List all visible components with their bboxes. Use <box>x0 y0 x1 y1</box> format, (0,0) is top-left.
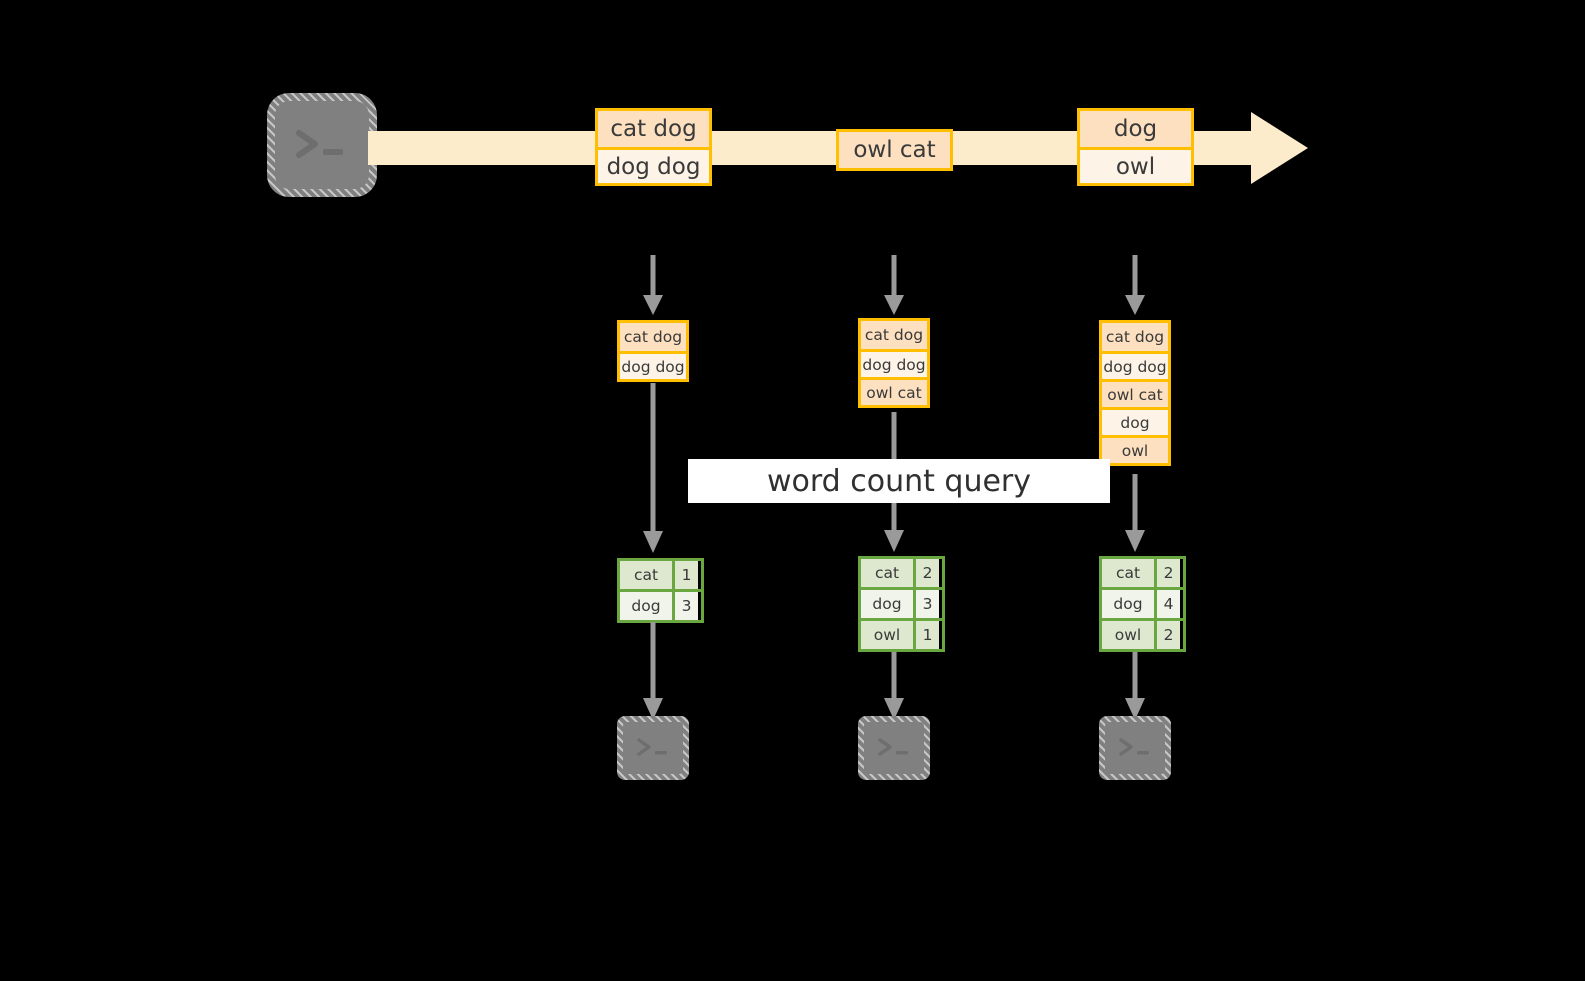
stream-record-line: owl <box>1080 147 1191 183</box>
result-to-sink-arrow-3 <box>1121 652 1149 722</box>
result-count: 4 <box>1154 590 1180 618</box>
buffer-line: dog dog <box>1102 351 1168 379</box>
query-label: word count query <box>766 463 1032 499</box>
table-row: owl 1 <box>861 618 942 649</box>
result-word: dog <box>1102 590 1154 618</box>
buffer-line: dog dog <box>620 351 686 379</box>
table-row: dog 3 <box>620 589 701 620</box>
result-count: 2 <box>1154 559 1180 587</box>
buffer-line: owl <box>1102 435 1168 463</box>
result-table-2: cat 2 dog 3 owl 1 <box>858 556 945 652</box>
result-word: cat <box>620 561 672 589</box>
stream-record-3: dog owl <box>1077 108 1194 186</box>
buffer-line: cat dog <box>1102 323 1168 351</box>
stream-record-1: cat dog dog dog <box>595 108 712 186</box>
dashed-down-arrow-icon-2 <box>880 255 908 317</box>
sink-terminal-icon-2 <box>858 716 930 780</box>
result-table-3: cat 2 dog 4 owl 2 <box>1099 556 1186 652</box>
result-table-1: cat 1 dog 3 <box>617 558 704 623</box>
terminal-prompt-glyph <box>1099 716 1171 780</box>
query-label-banner: word count query <box>688 459 1110 503</box>
result-to-sink-arrow-1 <box>639 622 667 722</box>
stream-record-2: owl cat <box>836 129 953 171</box>
buffer-line: dog <box>1102 407 1168 435</box>
stream-record-line: dog <box>1080 111 1191 147</box>
result-word: dog <box>620 592 672 620</box>
buffer-line: cat dog <box>861 321 927 349</box>
buffer-stack-1: cat dog dog dog <box>617 320 689 382</box>
buffer-to-result-arrow-1 <box>639 383 667 555</box>
terminal-prompt-glyph <box>858 716 930 780</box>
result-count: 1 <box>672 561 698 589</box>
result-word: cat <box>861 559 913 587</box>
buffer-line: owl cat <box>1102 379 1168 407</box>
stream-record-line: cat dog <box>598 111 709 147</box>
source-terminal-icon <box>267 93 377 197</box>
terminal-screen <box>864 722 924 774</box>
sink-terminal-icon-1 <box>617 716 689 780</box>
table-row: owl 2 <box>1102 618 1183 649</box>
stream-record-line: owl cat <box>839 132 950 168</box>
result-count: 3 <box>913 590 939 618</box>
buffer-line: cat dog <box>620 323 686 351</box>
result-word: owl <box>1102 621 1154 649</box>
buffer-stack-3: cat dog dog dog owl cat dog owl <box>1099 320 1171 466</box>
terminal-screen <box>1105 722 1165 774</box>
result-word: owl <box>861 621 913 649</box>
dashed-down-arrow-icon-3 <box>1121 255 1149 317</box>
result-count: 3 <box>672 592 698 620</box>
table-row: cat 2 <box>861 559 942 587</box>
terminal-prompt-glyph <box>267 93 377 197</box>
result-count: 2 <box>913 559 939 587</box>
terminal-screen <box>275 101 369 189</box>
terminal-screen <box>623 722 683 774</box>
buffer-stack-2: cat dog dog dog owl cat <box>858 318 930 408</box>
stream-record-line: dog dog <box>598 147 709 183</box>
result-word: dog <box>861 590 913 618</box>
result-count: 2 <box>1154 621 1180 649</box>
result-count: 1 <box>913 621 939 649</box>
table-row: dog 3 <box>861 587 942 618</box>
buffer-line: dog dog <box>861 349 927 377</box>
table-row: cat 2 <box>1102 559 1183 587</box>
dashed-down-arrow-icon-1 <box>639 255 667 317</box>
buffer-to-result-arrow-3 <box>1121 474 1149 554</box>
table-row: dog 4 <box>1102 587 1183 618</box>
buffer-line: owl cat <box>861 377 927 405</box>
table-row: cat 1 <box>620 561 701 589</box>
sink-terminal-icon-3 <box>1099 716 1171 780</box>
result-word: cat <box>1102 559 1154 587</box>
result-to-sink-arrow-2 <box>880 652 908 722</box>
terminal-prompt-glyph <box>617 716 689 780</box>
